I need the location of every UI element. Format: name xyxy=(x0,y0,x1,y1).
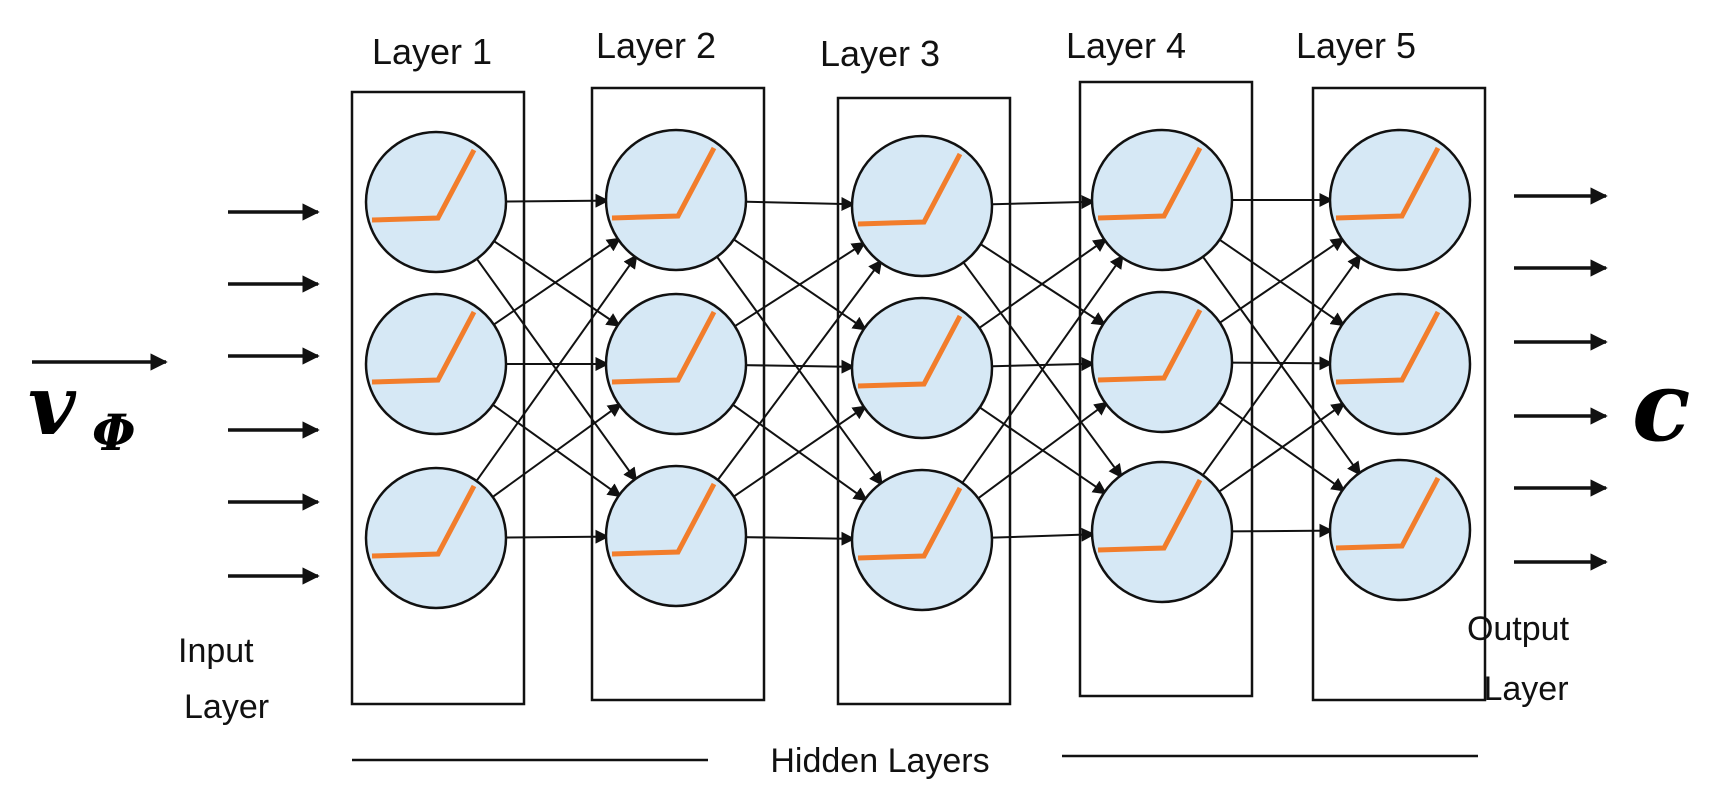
layer-5-title: Layer 5 xyxy=(1296,25,1416,66)
connection-l1n1-l2n1 xyxy=(501,193,610,208)
layer-3-box xyxy=(836,96,1012,706)
connection-l2n1-l3n1 xyxy=(741,196,856,211)
relu-icon xyxy=(1335,476,1441,551)
neuron-l3-n3 xyxy=(850,468,994,612)
connection-l2n3-l3n2 xyxy=(729,405,867,500)
connections xyxy=(473,193,1362,546)
connection-l1n3-l2n3 xyxy=(501,529,610,544)
neuron-l1-n3 xyxy=(364,466,508,610)
layer-1-title: Layer 1 xyxy=(372,31,492,72)
relu-icon xyxy=(611,482,717,557)
connection-l3n3-l4n1 xyxy=(959,254,1124,487)
connection-l4n3-l5n1 xyxy=(1199,254,1362,479)
connection-l3n3-l4n2 xyxy=(974,401,1109,502)
connection-l2n3-l3n1 xyxy=(714,259,883,484)
relu-icon xyxy=(857,152,963,227)
relu-icon xyxy=(1097,308,1203,383)
neuron-l5-n2 xyxy=(1328,292,1472,436)
connection-l1n3-l2n1 xyxy=(473,254,638,485)
connection-l3n1-l4n3 xyxy=(960,258,1123,479)
relu-icon xyxy=(1097,146,1203,221)
input-symbol: v xyxy=(28,358,77,454)
connection-l2n1-l3n3 xyxy=(713,252,883,487)
relu-icon xyxy=(857,486,963,561)
neuron-l2-n3 xyxy=(604,464,748,608)
neuron-l4-n3 xyxy=(1090,460,1234,604)
neuron-l5-n3 xyxy=(1328,458,1472,602)
output-layer-label-line2: Layer xyxy=(1483,670,1568,708)
connection-l1n3-l2n2 xyxy=(488,403,623,501)
layer-4-title: Layer 4 xyxy=(1066,25,1186,66)
layer-5-box xyxy=(1311,86,1487,702)
hidden-layers-label: Hidden Layers xyxy=(770,742,989,780)
connection-l4n1-l5n3 xyxy=(1199,252,1362,476)
connection-l3n1-l4n1 xyxy=(987,195,1096,210)
input-symbol-subscript: Φ xyxy=(92,403,136,462)
layer-4-box xyxy=(1078,80,1254,698)
connection-l3n2-l4n2 xyxy=(987,357,1096,372)
neuron-l2-n2 xyxy=(604,292,748,436)
connection-l2n2-l3n1 xyxy=(730,241,866,330)
neuron-l1-n1 xyxy=(364,130,508,274)
relu-icon xyxy=(611,146,717,221)
neurons xyxy=(364,128,1472,612)
connection-l4n2-l5n2 xyxy=(1227,356,1334,371)
connection-l4n3-l5n2 xyxy=(1215,402,1346,495)
output-symbol: c xyxy=(1632,350,1690,463)
neuron-l5-n1 xyxy=(1328,128,1472,272)
connection-l4n2-l5n1 xyxy=(1216,237,1345,326)
relu-icon xyxy=(371,484,477,559)
relu-icon xyxy=(371,310,477,385)
connection-l2n2-l3n2 xyxy=(741,359,856,374)
relu-icon xyxy=(857,314,963,389)
output-layer-label-line1: Output xyxy=(1467,610,1570,648)
connection-l3n2-l4n3 xyxy=(975,404,1108,495)
connection-l3n3-l4n3 xyxy=(987,527,1096,542)
relu-icon xyxy=(1335,310,1441,385)
neuron-l4-n2 xyxy=(1090,290,1234,434)
relu-icon xyxy=(611,310,717,385)
input-layer-label-line2: Layer xyxy=(184,688,269,726)
connection-l2n3-l3n3 xyxy=(741,531,856,546)
neuron-l3-n2 xyxy=(850,296,994,440)
relu-icon xyxy=(1335,146,1441,221)
neuron-l3-n1 xyxy=(850,134,994,278)
input-vector-symbol: v Φ xyxy=(28,353,168,462)
input-layer-label-line1: Input xyxy=(178,632,254,670)
layer-1-box xyxy=(350,90,526,706)
connection-l1n2-l2n3 xyxy=(489,401,622,498)
neuron-l2-n1 xyxy=(604,128,748,272)
output-arrows xyxy=(1514,187,1608,571)
connection-l3n2-l4n1 xyxy=(975,238,1108,332)
relu-icon xyxy=(371,148,477,223)
layer-2-box xyxy=(590,86,766,702)
connection-l4n2-l5n3 xyxy=(1215,399,1346,492)
connection-l1n2-l2n1 xyxy=(489,237,622,328)
connection-l2n1-l3n2 xyxy=(729,236,867,331)
layer-3-title: Layer 3 xyxy=(820,33,940,74)
relu-icon xyxy=(1097,478,1203,553)
neuron-l4-n1 xyxy=(1090,128,1234,272)
neuron-l1-n2 xyxy=(364,292,508,436)
connection-l4n3-l5n3 xyxy=(1227,523,1334,538)
input-arrows xyxy=(228,203,320,585)
layer-2-title: Layer 2 xyxy=(596,25,716,66)
